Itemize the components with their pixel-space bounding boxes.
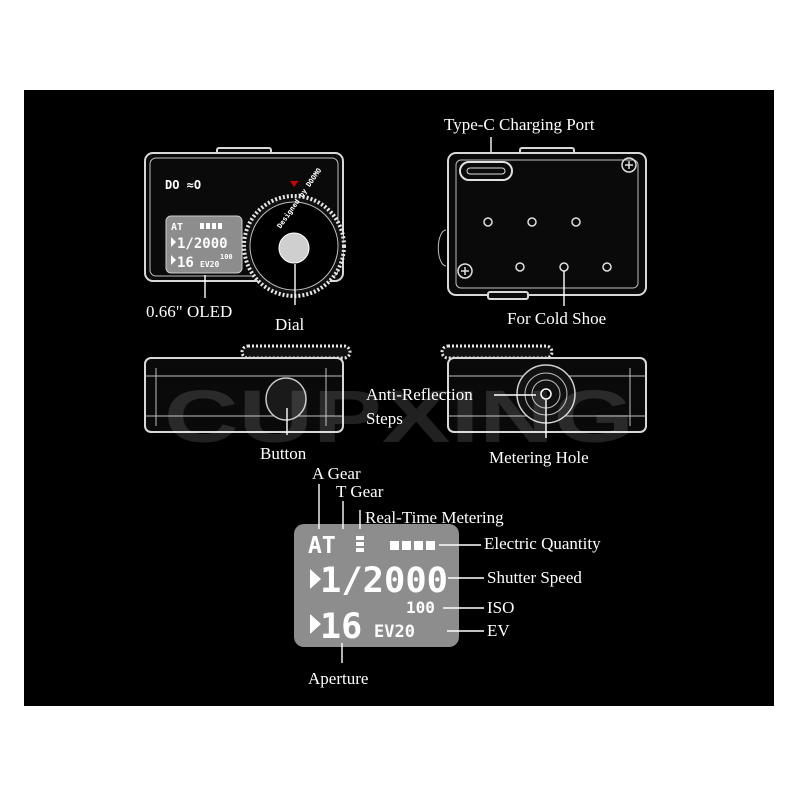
electric-quantity-label: Electric Quantity bbox=[484, 534, 601, 553]
metering-bar-3 bbox=[356, 548, 364, 552]
product-diagram-panel: DO ≈O AT 1/2000 100 16 EV20 Designed by … bbox=[24, 90, 774, 706]
battery-seg-1 bbox=[390, 541, 399, 550]
metering-hole bbox=[540, 388, 552, 400]
back-dial-edge bbox=[437, 229, 447, 267]
front-body-inner bbox=[149, 157, 339, 277]
oled-detail: A Gear T Gear Real-Time Metering AT Elec… bbox=[294, 464, 601, 688]
iso-label: ISO bbox=[487, 598, 514, 617]
type-c-port-inner bbox=[466, 167, 506, 175]
mount-hole-6 bbox=[602, 262, 612, 272]
metering-hole-label: Metering Hole bbox=[489, 448, 589, 467]
t-gear-label: T Gear bbox=[336, 482, 384, 501]
metering-bar-2 bbox=[356, 542, 364, 546]
aperture-arrow-icon bbox=[310, 614, 321, 634]
brand-logo: DO ≈O bbox=[165, 178, 201, 192]
back-body bbox=[447, 152, 647, 296]
real-time-metering-label: Real-Time Metering bbox=[365, 508, 504, 527]
small-aperture-arrow-icon bbox=[171, 255, 176, 265]
oled-label: 0.66" OLED bbox=[146, 302, 232, 321]
front-view: DO ≈O AT 1/2000 100 16 EV20 Designed by … bbox=[144, 147, 346, 334]
mount-hole-3 bbox=[571, 217, 581, 227]
large-oled-ev: EV20 bbox=[374, 622, 415, 642]
small-battery-seg-4 bbox=[218, 223, 222, 229]
a-gear-label: A Gear bbox=[312, 464, 361, 483]
back-view: Type-C Charging Port For Cold Shoe bbox=[437, 115, 647, 328]
mount-hole-1 bbox=[483, 217, 493, 227]
large-oled-shutter: 1/2000 bbox=[320, 561, 448, 601]
large-oled-iso: 100 bbox=[406, 598, 435, 617]
large-oled-screen bbox=[294, 524, 459, 647]
button-label: Button bbox=[260, 444, 307, 463]
small-oled-aperture: 16 bbox=[177, 255, 194, 271]
small-oled-ev: EV20 bbox=[200, 260, 219, 269]
battery-seg-2 bbox=[402, 541, 411, 550]
small-oled-shutter: 1/2000 bbox=[177, 236, 228, 252]
button-side-view: Button bbox=[144, 344, 352, 463]
metering-bar-1 bbox=[356, 536, 364, 540]
cold-shoe-label: For Cold Shoe bbox=[507, 309, 606, 328]
screw-bottom-left-icon bbox=[457, 263, 473, 279]
dial-label: Dial bbox=[275, 315, 305, 334]
anti-reflection-label-1: Anti-Reflection bbox=[366, 385, 473, 404]
aperture-label: Aperture bbox=[308, 669, 368, 688]
mount-hole-4 bbox=[515, 262, 525, 272]
large-oled-mode: AT bbox=[308, 533, 336, 559]
small-oled-screen bbox=[165, 215, 243, 274]
small-battery-seg-1 bbox=[200, 223, 204, 229]
small-battery-seg-2 bbox=[206, 223, 210, 229]
left-dial-edge bbox=[240, 344, 352, 360]
shutter-button[interactable] bbox=[265, 377, 307, 421]
type-c-label: Type-C Charging Port bbox=[444, 115, 595, 134]
small-battery-seg-3 bbox=[212, 223, 216, 229]
ev-label: EV bbox=[487, 621, 510, 640]
shutter-speed-label: Shutter Speed bbox=[487, 568, 582, 587]
watermark: CUPXING bbox=[164, 375, 634, 458]
type-c-port bbox=[459, 161, 513, 181]
back-bottom-foot bbox=[487, 291, 529, 300]
shutter-arrow-icon bbox=[310, 569, 321, 589]
anti-reflection-label-2: Steps bbox=[366, 409, 403, 428]
battery-seg-3 bbox=[414, 541, 423, 550]
right-dial-edge bbox=[440, 344, 554, 360]
battery-seg-4 bbox=[426, 541, 435, 550]
small-oled-mode: AT bbox=[171, 222, 183, 233]
dial-indicator-icon bbox=[290, 181, 298, 187]
mount-hole-2 bbox=[527, 217, 537, 227]
large-oled-aperture: 16 bbox=[320, 607, 362, 647]
small-shutter-arrow-icon bbox=[171, 237, 176, 247]
dial-center-button[interactable] bbox=[278, 232, 310, 264]
diagram-canvas: DO ≈O AT 1/2000 100 16 EV20 Designed by … bbox=[144, 115, 647, 688]
back-body-inner bbox=[455, 159, 639, 289]
screw-top-right-icon bbox=[621, 157, 637, 173]
metering-side-view: Anti-Reflection Steps Metering Hole bbox=[366, 344, 647, 467]
small-oled-iso: 100 bbox=[220, 253, 233, 261]
